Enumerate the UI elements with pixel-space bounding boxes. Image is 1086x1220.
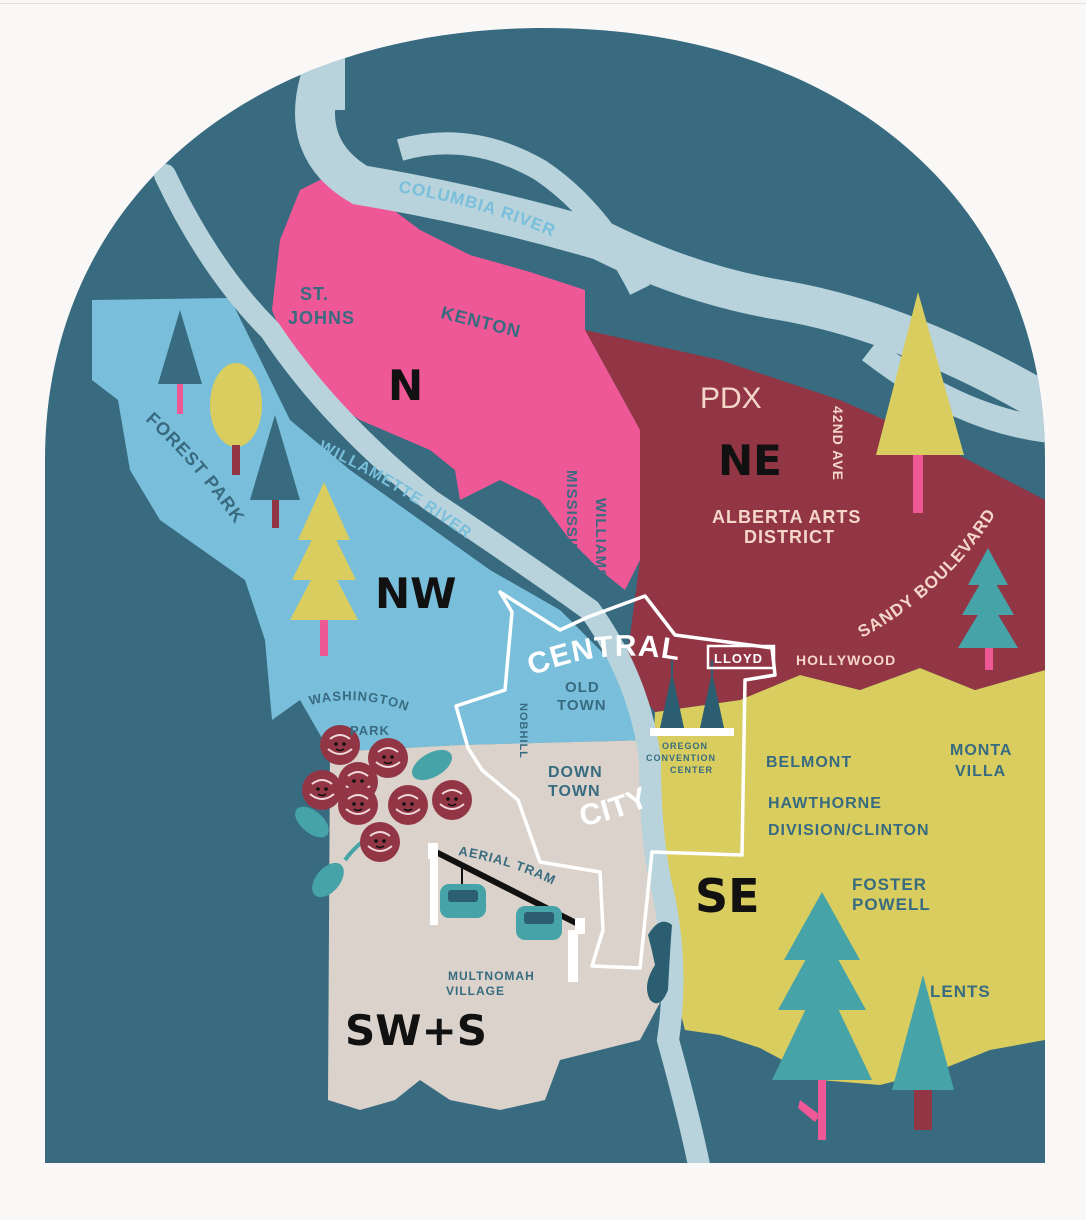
tree-icon [210, 363, 262, 475]
lloyd-box [706, 644, 776, 670]
label-washington-park-2: PARK [350, 723, 390, 738]
label-downtown-2: TOWN [548, 783, 601, 800]
tree-icon [158, 310, 202, 414]
leaf-icon [295, 749, 452, 898]
gondola-icon [428, 843, 585, 982]
label-foster-powell-2: POWELL [852, 895, 931, 914]
rose-icon [301, 769, 343, 811]
label-monta-villa-2: VILLA [955, 763, 1006, 780]
label-convention-3: CENTER [670, 765, 713, 775]
district-ne-label: NE [718, 436, 782, 485]
label-nobhill: NOBHILL [517, 703, 529, 759]
rose-icon [431, 779, 473, 821]
label-old-town-1: OLD [565, 679, 600, 696]
district-n-label: N [388, 361, 423, 410]
rose-garden [295, 724, 473, 898]
label-pdx: PDX [700, 382, 762, 415]
label-alberta-2: DISTRICT [744, 527, 835, 547]
label-downtown-1: DOWN [548, 764, 603, 781]
tree-icon [250, 415, 300, 528]
label-old-town-2: TOWN [557, 697, 607, 714]
rose-icon [337, 784, 379, 826]
district-n-area [272, 170, 640, 590]
district-sws-label: SW+S [345, 1006, 487, 1055]
label-convention-2: CONVENTION [646, 753, 716, 763]
district-sws-area [328, 740, 672, 1110]
label-lents: LENTS [930, 982, 991, 1001]
district-se-label: SE [695, 869, 760, 923]
tree-icon [892, 975, 954, 1130]
label-division-clinton: DIVISION/CLINTON [768, 822, 930, 839]
label-belmont: BELMONT [766, 754, 852, 771]
columbia-river-east [862, 339, 1045, 443]
convention-tower-icon [650, 660, 734, 736]
label-multnomah-village-2: VILLAGE [446, 984, 505, 998]
tree-icon [958, 548, 1018, 670]
top-divider [0, 3, 1086, 4]
tree-icon [290, 482, 358, 656]
rose-icon [387, 784, 429, 826]
label-st-johns-1: ST. [300, 284, 329, 304]
tree-icon [772, 892, 872, 1140]
label-multnomah-village-1: MULTNOMAH [448, 969, 535, 983]
label-lloyd: LLOYD [714, 651, 763, 666]
label-st-johns-2: JOHNS [288, 308, 355, 328]
central-city-boundary [454, 590, 777, 970]
label-convention-1: OREGON [662, 741, 708, 751]
label-monta-villa-1: MONTA [950, 742, 1012, 759]
label-foster-powell-1: FOSTER [852, 875, 927, 894]
label-42nd-ave: 42ND AVE [830, 406, 846, 481]
label-hawthorne: HAWTHORNE [768, 795, 882, 812]
district-ne-area [585, 330, 1045, 712]
tree-icon [876, 292, 964, 513]
label-alberta-1: ALBERTA ARTS [712, 507, 861, 527]
columbia-river-channel [396, 132, 650, 295]
label-mississippi: MISSISSIPPI [563, 470, 580, 570]
label-hollywood: HOLLYWOOD [796, 652, 896, 668]
rose-icon [359, 821, 401, 863]
district-se-area [650, 668, 1045, 1085]
district-nw-label: NW [375, 569, 456, 618]
willamette-river [154, 164, 711, 1163]
ross-island [646, 921, 672, 1004]
label-williams: WILLIAMS [592, 498, 609, 580]
